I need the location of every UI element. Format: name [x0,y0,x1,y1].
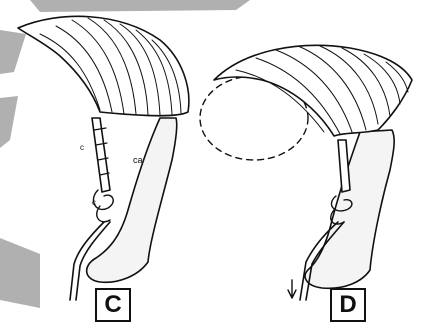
panel-c-drawing: c ca c [18,16,189,300]
panel-d-bone-shaft [305,130,394,288]
upper-left-gray-bar [0,30,26,74]
panel-d-drawing [200,45,412,300]
svg-text:c: c [92,198,96,207]
panel-c-label: C [95,288,131,322]
panel-d-cuff-cap [214,45,412,136]
lower-left-gray-bar [0,238,40,308]
top-gray-bar [30,0,250,12]
middle-left-gray-bar [0,96,18,148]
panel-d-arrow [288,280,296,298]
svg-text:c: c [80,143,84,152]
svg-text:ca: ca [133,155,143,165]
panel-d-tendon [338,140,350,192]
panel-d-label: D [330,288,366,322]
